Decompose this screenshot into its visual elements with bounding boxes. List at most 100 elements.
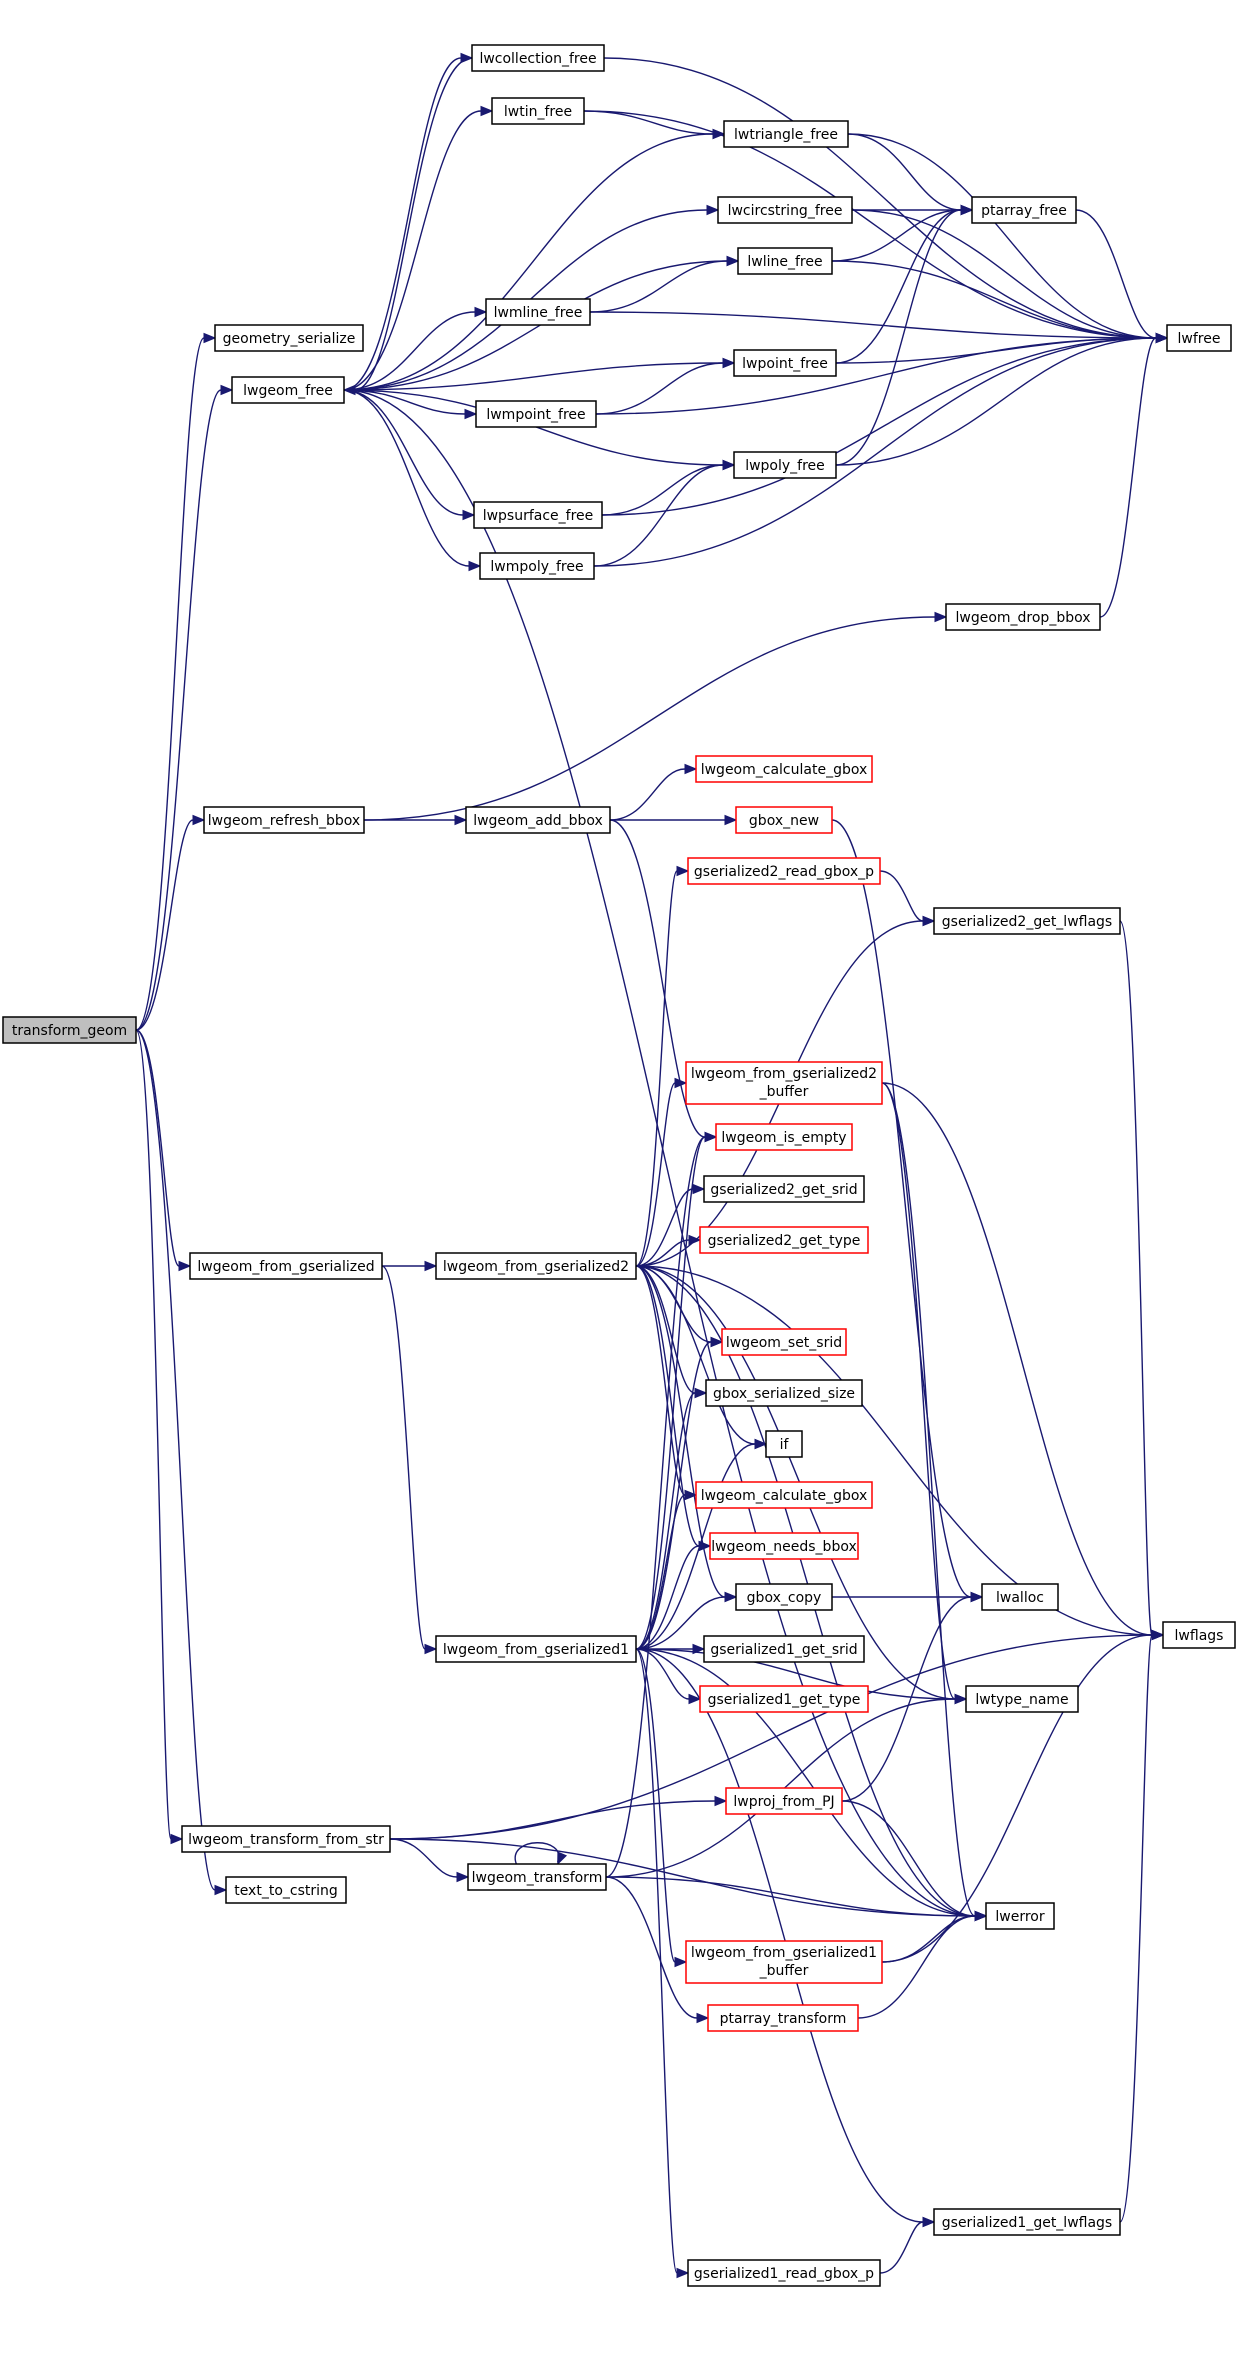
- node-label: lwgeom_refresh_bbox: [208, 813, 360, 829]
- node-box: [231, 376, 345, 404]
- node-gbox-copy[interactable]: gbox_copy: [735, 1583, 833, 1611]
- edge-transform-geom-to-lwgeom-refresh-bbox: [135, 814, 206, 1031]
- node-gbox-new[interactable]: gbox_new: [735, 806, 833, 834]
- edge-arrowhead: [468, 560, 482, 572]
- node-box: [933, 2208, 1121, 2236]
- node-transform-geom[interactable]: transform_geom: [2, 1016, 137, 1044]
- edge-arrowhead: [706, 204, 720, 216]
- node-lwgeom-transform[interactable]: lwgeom_transform: [467, 1863, 607, 1891]
- node-lwgeom-from-gserialized2-buffer[interactable]: lwgeom_from_gserialized2_buffer: [685, 1061, 883, 1105]
- edge-line: [635, 1265, 1153, 1636]
- node-label: lwgeom_free: [243, 383, 333, 399]
- edge-lwmpoly-free-to-lwfree: [593, 332, 1169, 567]
- edge-arrowhead: [342, 384, 356, 396]
- node-lwcollection-free[interactable]: lwcollection_free: [471, 44, 605, 72]
- edge-line: [595, 362, 724, 415]
- edge-line: [343, 133, 714, 391]
- edge-lwmline-free-to-lwline-free: [589, 255, 740, 313]
- node-lwgeom-calculate-gbox-1[interactable]: lwgeom_calculate_gbox: [695, 755, 873, 783]
- node-geometry-serialize[interactable]: geometry_serialize: [214, 324, 364, 352]
- edge-line: [343, 389, 976, 1917]
- node-lwgeom-add-bbox[interactable]: lwgeom_add_bbox: [465, 806, 611, 834]
- node-ptarray-free[interactable]: ptarray_free: [971, 196, 1077, 224]
- edge-arrowhead: [696, 2012, 710, 2024]
- node-layer: transform_geom geometry_serialize lwgeom_f…: [2, 44, 1236, 2287]
- node-box: [737, 247, 833, 275]
- edge-ptarray-transform-to-lwerror: [857, 1910, 988, 2019]
- edge-arrowhead: [922, 915, 936, 927]
- node-if[interactable]: if: [765, 1430, 803, 1458]
- node-label: lwgeom_is_empty: [721, 1130, 846, 1146]
- node-ptarray-transform[interactable]: ptarray_transform: [707, 2004, 859, 2032]
- node-lwerror[interactable]: lwerror: [985, 1902, 1055, 1930]
- edge-line: [389, 1634, 1153, 1840]
- edge-line: [343, 362, 724, 391]
- node-lwmpoly-free[interactable]: lwmpoly_free: [479, 552, 595, 580]
- node-gbox-serialized-size[interactable]: gbox_serialized_size: [705, 1379, 863, 1407]
- node-gserialized2-get-type[interactable]: gserialized2_get_type: [699, 1226, 869, 1254]
- node-lwgeom-is-empty[interactable]: lwgeom_is_empty: [715, 1123, 853, 1151]
- edge-gserialized1-get-lwflags-to-lwflags: [1119, 1629, 1165, 2223]
- edge-line: [343, 389, 470, 567]
- node-gserialized2-get-srid[interactable]: gserialized2_get_srid: [703, 1175, 865, 1203]
- node-lwgeom-from-gserialized[interactable]: lwgeom_from_gserialized: [189, 1252, 383, 1280]
- node-lwpoint-free[interactable]: lwpoint_free: [733, 349, 837, 377]
- edge-lwgeom-from-gserialized2-to-lwgeom-calculate-gbox-2: [635, 1265, 698, 1501]
- node-lwline-free[interactable]: lwline_free: [737, 247, 833, 275]
- edge-line: [635, 870, 678, 1267]
- node-lwgeom-from-gserialized1-buffer[interactable]: lwgeom_from_gserialized1_buffer: [685, 1940, 883, 1984]
- edge-arrowhead: [974, 1910, 988, 1922]
- node-gserialized1-read-gbox-p[interactable]: gserialized1_read_gbox_p: [687, 2259, 881, 2287]
- node-lwgeom-set-srid[interactable]: lwgeom_set_srid: [721, 1328, 847, 1356]
- node-text-to-cstring[interactable]: text_to_cstring: [225, 1876, 347, 1904]
- node-lwgeom-calculate-gbox-2[interactable]: lwgeom_calculate_gbox: [695, 1481, 873, 1509]
- edge-arrowhead: [1151, 1629, 1165, 1641]
- node-lwtriangle-free[interactable]: lwtriangle_free: [723, 120, 849, 148]
- node-lwalloc[interactable]: lwalloc: [981, 1583, 1059, 1611]
- edge-arrowhead: [724, 814, 738, 826]
- edge-arrowhead: [676, 865, 690, 877]
- node-gserialized1-get-srid[interactable]: gserialized1_get_srid: [703, 1635, 865, 1663]
- node-lwproj-from-PJ[interactable]: lwproj_from_PJ: [725, 1787, 843, 1815]
- node-lwmpoint-free[interactable]: lwmpoint_free: [475, 400, 597, 428]
- node-lwgeom-transform-from-str[interactable]: lwgeom_transform_from_str: [181, 1825, 391, 1853]
- node-lwgeom-from-gserialized1[interactable]: lwgeom_from_gserialized1: [435, 1635, 637, 1663]
- node-lwcircstring-free[interactable]: lwcircstring_free: [717, 196, 853, 224]
- node-lwgeom-drop-bbox[interactable]: lwgeom_drop_bbox: [945, 603, 1101, 631]
- node-gserialized2-read-gbox-p[interactable]: gserialized2_read_gbox_p: [687, 857, 881, 885]
- edge-arrowhead: [480, 105, 494, 117]
- edge-lwgeom-from-gserialized-to-lwgeom-from-gserialized1: [381, 1265, 438, 1655]
- node-label: lwfree: [1178, 331, 1221, 347]
- edge-line: [635, 1265, 756, 1445]
- edge-arrowhead: [220, 384, 234, 396]
- node-lwgeom-refresh-bbox[interactable]: lwgeom_refresh_bbox: [203, 806, 365, 834]
- node-lwflags[interactable]: lwflags: [1162, 1621, 1236, 1649]
- node-lwfree[interactable]: lwfree: [1166, 324, 1232, 352]
- edge-lwgeom-from-gserialized1-to-gbox-serialized-size: [635, 1387, 708, 1650]
- node-lwpoly-free[interactable]: lwpoly_free: [733, 451, 837, 479]
- node-box: [705, 1379, 863, 1407]
- node-box: [435, 1252, 637, 1280]
- node-lwgeom-needs-bbox[interactable]: lwgeom_needs_bbox: [709, 1532, 859, 1560]
- node-lwtype-name[interactable]: lwtype_name: [965, 1685, 1079, 1713]
- node-gserialized1-get-type[interactable]: gserialized1_get_type: [699, 1685, 869, 1713]
- node-gserialized1-get-lwflags[interactable]: gserialized1_get_lwflags: [933, 2208, 1121, 2236]
- node-lwpsurface-free[interactable]: lwpsurface_free: [473, 501, 603, 529]
- edge-lwgeom-add-bbox-to-lwgeom-calculate-gbox-1: [609, 763, 698, 821]
- edge-arrowhead: [203, 332, 217, 344]
- node-gserialized2-get-lwflags[interactable]: gserialized2_get_lwflags: [933, 907, 1121, 935]
- node-lwgeom-from-gserialized2[interactable]: lwgeom_from_gserialized2: [435, 1252, 637, 1280]
- edge-line: [635, 1136, 706, 1650]
- edge-line: [835, 209, 962, 364]
- edge-arrowhead: [214, 1884, 228, 1896]
- node-box: [723, 120, 849, 148]
- node-box: [465, 806, 611, 834]
- node-lwtin-free[interactable]: lwtin_free: [491, 97, 585, 125]
- edge-line: [879, 2221, 924, 2274]
- edge-transform-geom-to-lwgeom-transform-from-str: [135, 1029, 184, 1845]
- edge-lwgeom-drop-bbox-to-lwfree: [1099, 332, 1169, 618]
- node-lwmline-free[interactable]: lwmline_free: [485, 298, 591, 326]
- node-lwgeom-free[interactable]: lwgeom_free: [231, 376, 345, 404]
- edge-line: [857, 1915, 976, 2019]
- edge-lwtriangle-free-to-ptarray-free: [847, 133, 974, 216]
